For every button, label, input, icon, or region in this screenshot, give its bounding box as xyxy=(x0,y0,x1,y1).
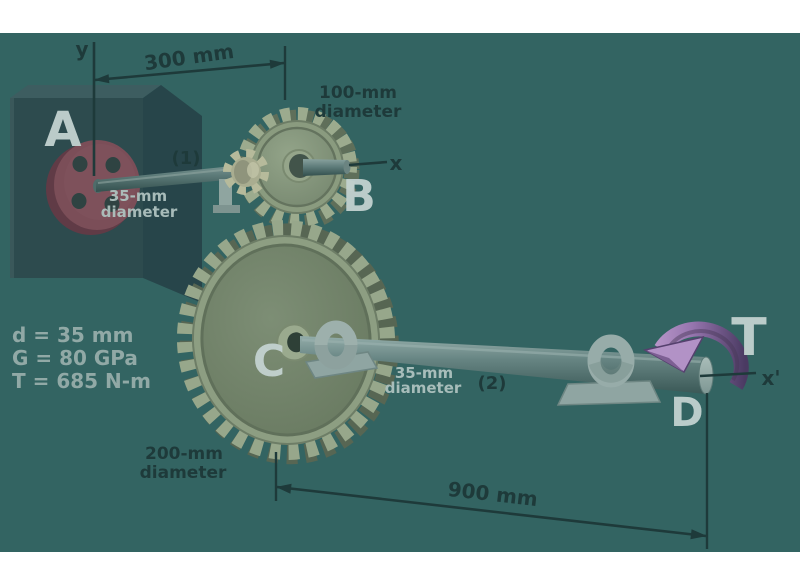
coupling-face xyxy=(234,160,252,184)
bearing-d-ring-shadow xyxy=(588,360,634,383)
gear-b-diameter-line2: diameter xyxy=(315,102,402,122)
bearing-c-ring xyxy=(314,320,358,370)
parameters-block: d = 35 mm G = 80 GPa T = 685 N-m xyxy=(12,323,151,393)
torque-arrowhead-shade xyxy=(645,350,684,372)
gear-c-label: C xyxy=(253,336,285,387)
parameter-d: d = 35 mm xyxy=(12,323,133,347)
support-a-label: A xyxy=(44,102,81,158)
x-prime-axis-label: x' xyxy=(761,366,780,390)
gear-b-label: B xyxy=(342,171,376,222)
gear-b-diameter-line1: 100-mm xyxy=(319,83,397,103)
wall-top-face xyxy=(10,85,161,98)
bearing-d xyxy=(556,334,662,406)
bolt-hole xyxy=(72,156,88,172)
shaft1-number-label: (1) xyxy=(172,148,201,169)
dim900-arrow-left xyxy=(276,483,292,494)
y-axis-label: y xyxy=(75,37,88,61)
bolt-hole xyxy=(71,193,87,209)
torque-ribbon-inner-edge xyxy=(666,329,740,381)
torque-ribbon xyxy=(654,321,749,390)
bearing-c-ring-shadow xyxy=(314,344,358,370)
coupling-teeth xyxy=(223,149,269,195)
gear-b-stub-end xyxy=(343,160,351,174)
gear-c xyxy=(176,220,399,465)
dim300-line xyxy=(94,61,285,82)
x-prime-axis-line xyxy=(699,371,757,378)
flange xyxy=(46,140,140,235)
coupling-cap xyxy=(247,162,259,178)
gear-b xyxy=(237,107,360,231)
bolt-hole xyxy=(104,196,120,212)
dimension-300mm: 300 mm xyxy=(94,39,287,100)
torque-t-label: T xyxy=(731,308,767,368)
wall-side-face xyxy=(143,85,202,303)
dim900-line xyxy=(276,485,707,538)
dim300-arrow-right xyxy=(269,59,285,69)
x-axis-line xyxy=(348,160,388,167)
x-axis-label: x xyxy=(390,151,403,175)
shaft2-diameter-line1: 35-mm xyxy=(395,364,453,382)
bearing-d-ring xyxy=(587,334,635,388)
gear-c-diameter-line1: 200-mm xyxy=(145,444,223,464)
parameter-t: T = 685 N-m xyxy=(12,369,151,393)
shaft1-diameter-line1: 35-mm xyxy=(109,187,167,205)
gear-c-diameter-line2: diameter xyxy=(140,463,227,483)
parameter-g: G = 80 GPa xyxy=(12,346,138,370)
dim300-arrow-left xyxy=(94,74,110,84)
bolt-hole xyxy=(105,157,121,173)
bearing-bracket-base xyxy=(213,205,240,213)
bearing-c xyxy=(304,320,379,379)
shaft1-coupling xyxy=(213,149,269,213)
shaft2-diameter-line2: diameter xyxy=(385,379,462,397)
shaft1-diameter-line2: diameter xyxy=(101,203,178,221)
gear-c-teeth xyxy=(176,220,396,460)
bearing-d-label: D xyxy=(670,390,703,436)
shaft2-highlight xyxy=(301,338,705,364)
torque-arrow xyxy=(642,321,749,390)
dim900-arrow-right xyxy=(690,529,707,540)
gear-b-stub-shaft xyxy=(303,159,347,176)
shaft2-number-label: (2) xyxy=(478,373,507,394)
wall-edge-highlight xyxy=(10,98,14,278)
